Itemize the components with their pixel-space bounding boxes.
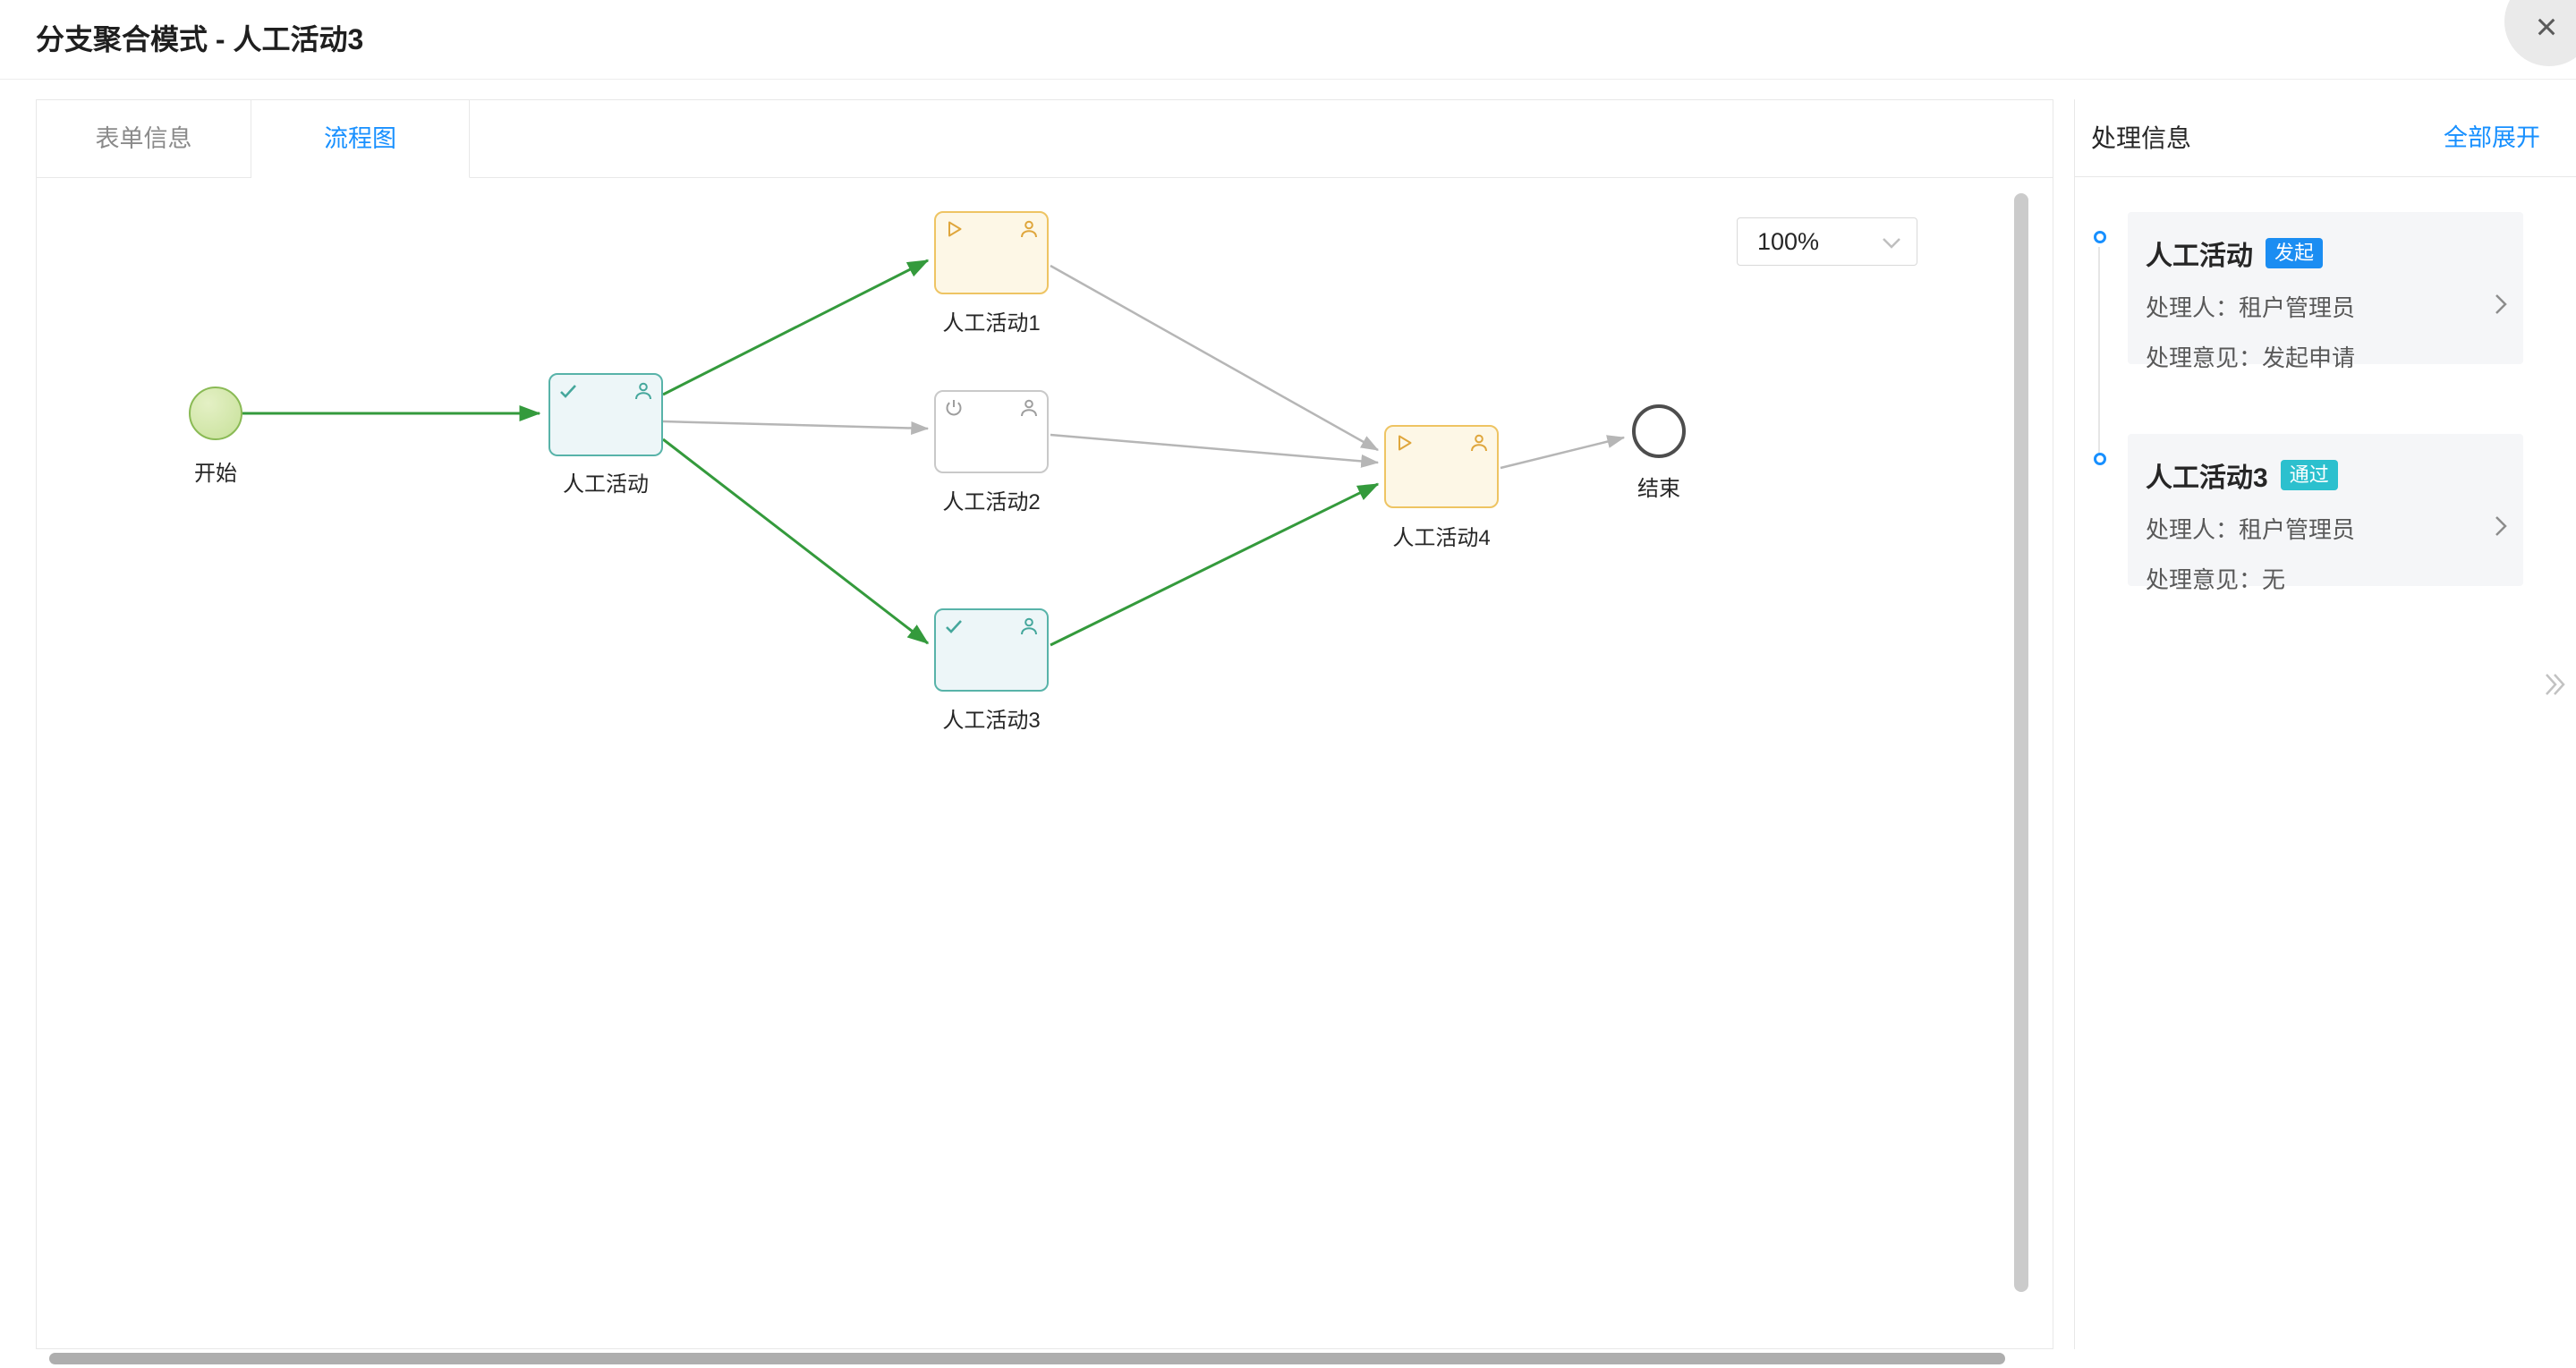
tab-bar-filler [470,100,2053,178]
flow-canvas[interactable]: 开始 人工活动 人工活动1 [37,178,2053,1348]
handler-row: 处理人：租户管理员 [2146,290,2502,323]
flow-edges-layer [242,259,1626,647]
entry-title-row: 人工活动3 通过 [2146,455,2502,495]
chevron-right-icon[interactable] [2493,513,2509,544]
entry-title-row: 人工活动 发起 [2146,234,2502,273]
flow-node-task1-label: 人工活动1 [942,311,1041,336]
tab-flow-diagram[interactable]: 流程图 [251,100,470,178]
flow-node-task2-label: 人工活动2 [942,490,1041,514]
entry-activity-name: 人工活动3 [2146,463,2268,493]
vertical-scrollbar[interactable] [2014,193,2028,1292]
panel-title: 处理信息 [2091,124,2192,152]
panel-header: 处理信息 全部展开 [2075,99,2576,177]
tab-form-info[interactable]: 表单信息 [37,100,251,178]
zoom-select[interactable]: 100% [1737,217,1917,266]
opinion-row: 处理意见：无 [2146,562,2502,595]
handler-label: 处理人： [2146,516,2240,543]
edge-task4-to-end [1500,435,1626,470]
edge-task-to-task1 [662,259,930,396]
flow-node-task1[interactable] [934,211,1049,294]
processing-info-panel: 处理信息 全部展开 人工活动 发起 处理人：租户管理员 处理意见：发起申请 [2074,99,2576,1349]
status-badge: 发起 [2266,237,2324,269]
window-header: 分支聚合模式 - 人工活动3 [0,0,2576,80]
flow-node-task[interactable] [548,373,663,456]
chevron-right-icon[interactable] [2493,291,2509,322]
user-icon [633,380,654,402]
expand-all-link[interactable]: 全部展开 [2444,124,2540,151]
edge-task2-to-task4 [1050,433,1380,468]
flow-node-task2[interactable] [934,390,1049,473]
horizontal-scrollbar[interactable] [49,1353,2005,1364]
flow-node-task3-label: 人工活动3 [942,709,1041,733]
handler-value: 租户管理员 [2239,294,2356,321]
play-icon [943,218,965,240]
status-badge: 通过 [2280,459,2338,491]
opinion-row: 处理意见：发起申请 [2146,340,2502,373]
user-icon [1468,432,1490,454]
opinion-value: 无 [2262,566,2286,593]
opinion-value: 发起申请 [2262,344,2356,371]
play-icon [1393,432,1415,454]
flow-node-start-label: 开始 [194,462,237,486]
flow-node-task4-label: 人工活动4 [1392,526,1491,550]
panel-body: 人工活动 发起 处理人：租户管理员 处理意见：发起申请 人工活动3 通过 [2075,177,2576,1348]
flow-node-start[interactable] [189,387,242,440]
timeline-dot [2094,453,2106,465]
close-icon: × [2535,4,2558,47]
process-entry: 人工活动3 通过 处理人：租户管理员 处理意见：无 [2128,434,2523,593]
edge-task3-to-task4 [1050,482,1380,647]
collapse-panel-icon[interactable] [2541,669,2568,704]
edge-task1-to-task4 [1050,264,1380,452]
flow-node-end-label: 结束 [1637,477,1680,501]
edge-task-to-task3 [662,438,930,645]
check-icon [943,616,965,637]
entry-activity-name: 人工活动 [2146,242,2253,271]
handler-label: 处理人： [2146,294,2240,321]
main-card: 表单信息 流程图 [36,99,2053,1349]
user-icon [1018,397,1040,419]
user-icon [1018,616,1040,637]
chevron-down-icon [1881,236,1902,255]
power-icon [943,397,965,419]
timeline-connector [2098,247,2100,455]
user-icon [1018,218,1040,240]
zoom-value: 100% [1757,228,1820,255]
flow-node-end[interactable] [1632,404,1686,458]
edge-task-to-task2 [662,420,930,435]
opinion-label: 处理意见： [2146,566,2263,593]
handler-row: 处理人：租户管理员 [2146,512,2502,545]
process-entry: 人工活动 发起 处理人：租户管理员 处理意见：发起申请 [2128,212,2523,371]
window-title: 分支聚合模式 - 人工活动3 [36,23,364,55]
handler-value: 租户管理员 [2239,516,2356,543]
opinion-label: 处理意见： [2146,344,2263,371]
flow-node-task4[interactable] [1384,425,1499,508]
tab-bar: 表单信息 流程图 [37,100,2053,178]
timeline-dot [2094,231,2106,243]
flow-node-task3[interactable] [934,608,1049,692]
flow-node-task-label: 人工活动 [563,472,649,497]
check-icon [557,380,579,402]
